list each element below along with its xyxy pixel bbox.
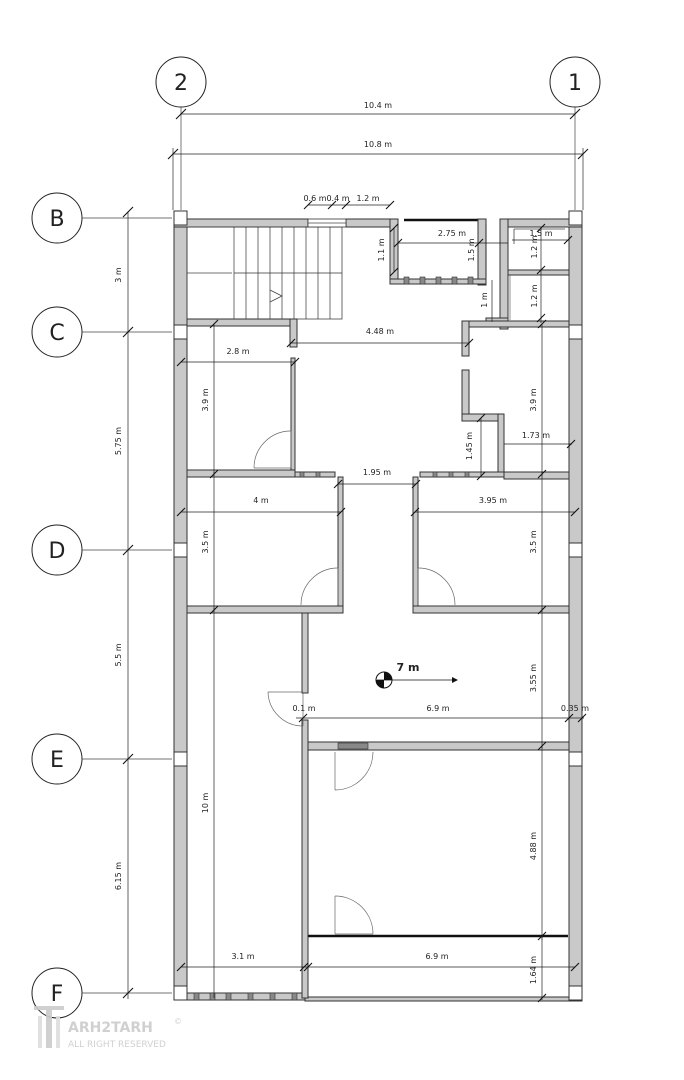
dim-1-64-label: 1.64 m xyxy=(529,956,538,984)
dim-4-88-label: 4.88 m xyxy=(529,832,538,860)
dim-1-95-label: 1.95 m xyxy=(363,468,391,477)
level-7m-label: 7 m xyxy=(397,661,420,674)
dim-4-48-label: 4.48 m xyxy=(366,327,394,336)
dim-0-1-label: 0.1 m xyxy=(292,704,315,713)
dim-1: 1 m xyxy=(480,292,489,308)
grid-row-c: C xyxy=(31,306,172,358)
doors xyxy=(253,430,456,935)
dim-3-5-right: 3.5 m xyxy=(529,472,547,615)
left-dimension-chain: 3 m 5.75 m 5.5 m 6.15 m xyxy=(114,206,134,999)
dim-3-95: 3.95 m xyxy=(410,496,580,517)
dim-3-55-label: 3.55 m xyxy=(529,664,538,692)
dim-3-9-left-label: 3.9 m xyxy=(201,388,210,411)
dim-3-5-left: 3.5 m xyxy=(201,472,219,615)
left-dim-6-15: 6.15 m xyxy=(114,862,123,890)
dim-4: 4 m xyxy=(176,496,346,517)
grid-row-d-label: D xyxy=(49,539,66,564)
dim-1-73-label: 1.73 m xyxy=(522,431,550,440)
dim-1-95: 1.95 m xyxy=(333,468,421,489)
grid-row-c-label: C xyxy=(49,321,64,346)
staircase xyxy=(186,226,343,320)
dim-1-64: 1.64 m xyxy=(529,936,547,1003)
structural-columns xyxy=(173,210,583,1001)
dim-1-1: 1.1 m xyxy=(377,238,386,261)
dim-row-f: 3.1 m 6.9 m xyxy=(176,952,580,972)
dim-3-9-left: 3.9 m xyxy=(201,319,219,479)
dim-3-9-right: 3.9 m xyxy=(529,319,547,479)
grid-row-d: D xyxy=(31,524,172,576)
dim-3-95-label: 3.95 m xyxy=(479,496,507,505)
watermark-logo: ARH2TARH © ALL RIGHT RESERVED xyxy=(34,1006,182,1050)
outer-width-label: 10.8 m xyxy=(364,140,392,149)
grid-column-1-label: 1 xyxy=(568,71,582,96)
left-dim-5-75: 5.75 m xyxy=(114,427,123,455)
dim-1-5-vert: 1.5 m xyxy=(467,238,476,261)
dim-2-8: 2.8 m xyxy=(176,347,300,367)
dim-2-8-label: 2.8 m xyxy=(226,347,249,356)
grid-row-f-label: F xyxy=(51,982,64,1007)
logo-tagline: ALL RIGHT RESERVED xyxy=(68,1040,166,1050)
dim-4-88: 4.88 m xyxy=(529,745,547,941)
dim-1-2-b: 1.2 m xyxy=(530,284,539,307)
dim-3-55: 3.55 m xyxy=(529,608,547,751)
dim-6-9-b-label: 6.9 m xyxy=(425,952,448,961)
logo-copyright: © xyxy=(174,1017,182,1026)
grid-row-f: F xyxy=(31,967,172,1019)
dim-service: 1.1 m 2.75 m 1.5 m 1.5 m 1.2 m 1.2 m 1 m xyxy=(377,223,573,323)
dim-0-35-label: 0.35 m xyxy=(561,704,589,713)
axis-width-label: 10.4 m xyxy=(364,101,392,110)
grid-row-b-label: B xyxy=(49,207,64,232)
grid-column-1: 1 xyxy=(549,56,601,210)
dim-3-5-left-label: 3.5 m xyxy=(201,530,210,553)
dim-3-9-right-label: 3.9 m xyxy=(529,388,538,411)
grid-column-2-label: 2 xyxy=(174,71,188,96)
left-dim-5-5: 5.5 m xyxy=(114,643,123,666)
dim-1-45: 1.45 m xyxy=(465,413,486,481)
dim-top-small: 0.6 m 0.4 m 1.2 m xyxy=(303,194,395,210)
grid-row-e: E xyxy=(31,733,172,785)
dim-10: 10 m xyxy=(201,608,215,998)
dim-3-1-label: 3.1 m xyxy=(231,952,254,961)
dim-3-5-right-label: 3.5 m xyxy=(529,530,538,553)
dim-4-48: 4.48 m xyxy=(286,327,474,348)
grid-row-b: B xyxy=(31,192,172,244)
grid-row-e-label: E xyxy=(50,748,64,773)
dim-1-45-label: 1.45 m xyxy=(465,432,474,460)
dim-10-label: 10 m xyxy=(201,793,210,814)
dim-1-2-top: 1.2 m xyxy=(356,194,379,203)
interior-walls xyxy=(186,318,570,1001)
dim-row-e: 0.1 m 6.9 m 0.35 m xyxy=(292,704,589,723)
dim-2-75: 2.75 m xyxy=(438,229,466,238)
logo-name: ARH2TARH xyxy=(68,1020,153,1036)
overall-axis-dimension: 10.4 m xyxy=(175,101,581,120)
dim-6-9-a-label: 6.9 m xyxy=(426,704,449,713)
grid-column-2: 2 xyxy=(155,56,207,210)
logo-mark-icon xyxy=(34,1006,64,1048)
overall-outer-dimension: 10.8 m xyxy=(167,140,589,210)
level-marker: 7 m xyxy=(375,661,458,689)
dim-0-4: 0.4 m xyxy=(326,194,349,203)
dim-1-73: 1.73 m xyxy=(504,431,576,449)
left-dim-3: 3 m xyxy=(114,267,123,283)
dim-0-6: 0.6 m xyxy=(303,194,326,203)
top-window-small xyxy=(307,218,347,228)
dim-1-2-a: 1.2 m xyxy=(530,235,539,258)
dim-4-label: 4 m xyxy=(253,496,269,505)
